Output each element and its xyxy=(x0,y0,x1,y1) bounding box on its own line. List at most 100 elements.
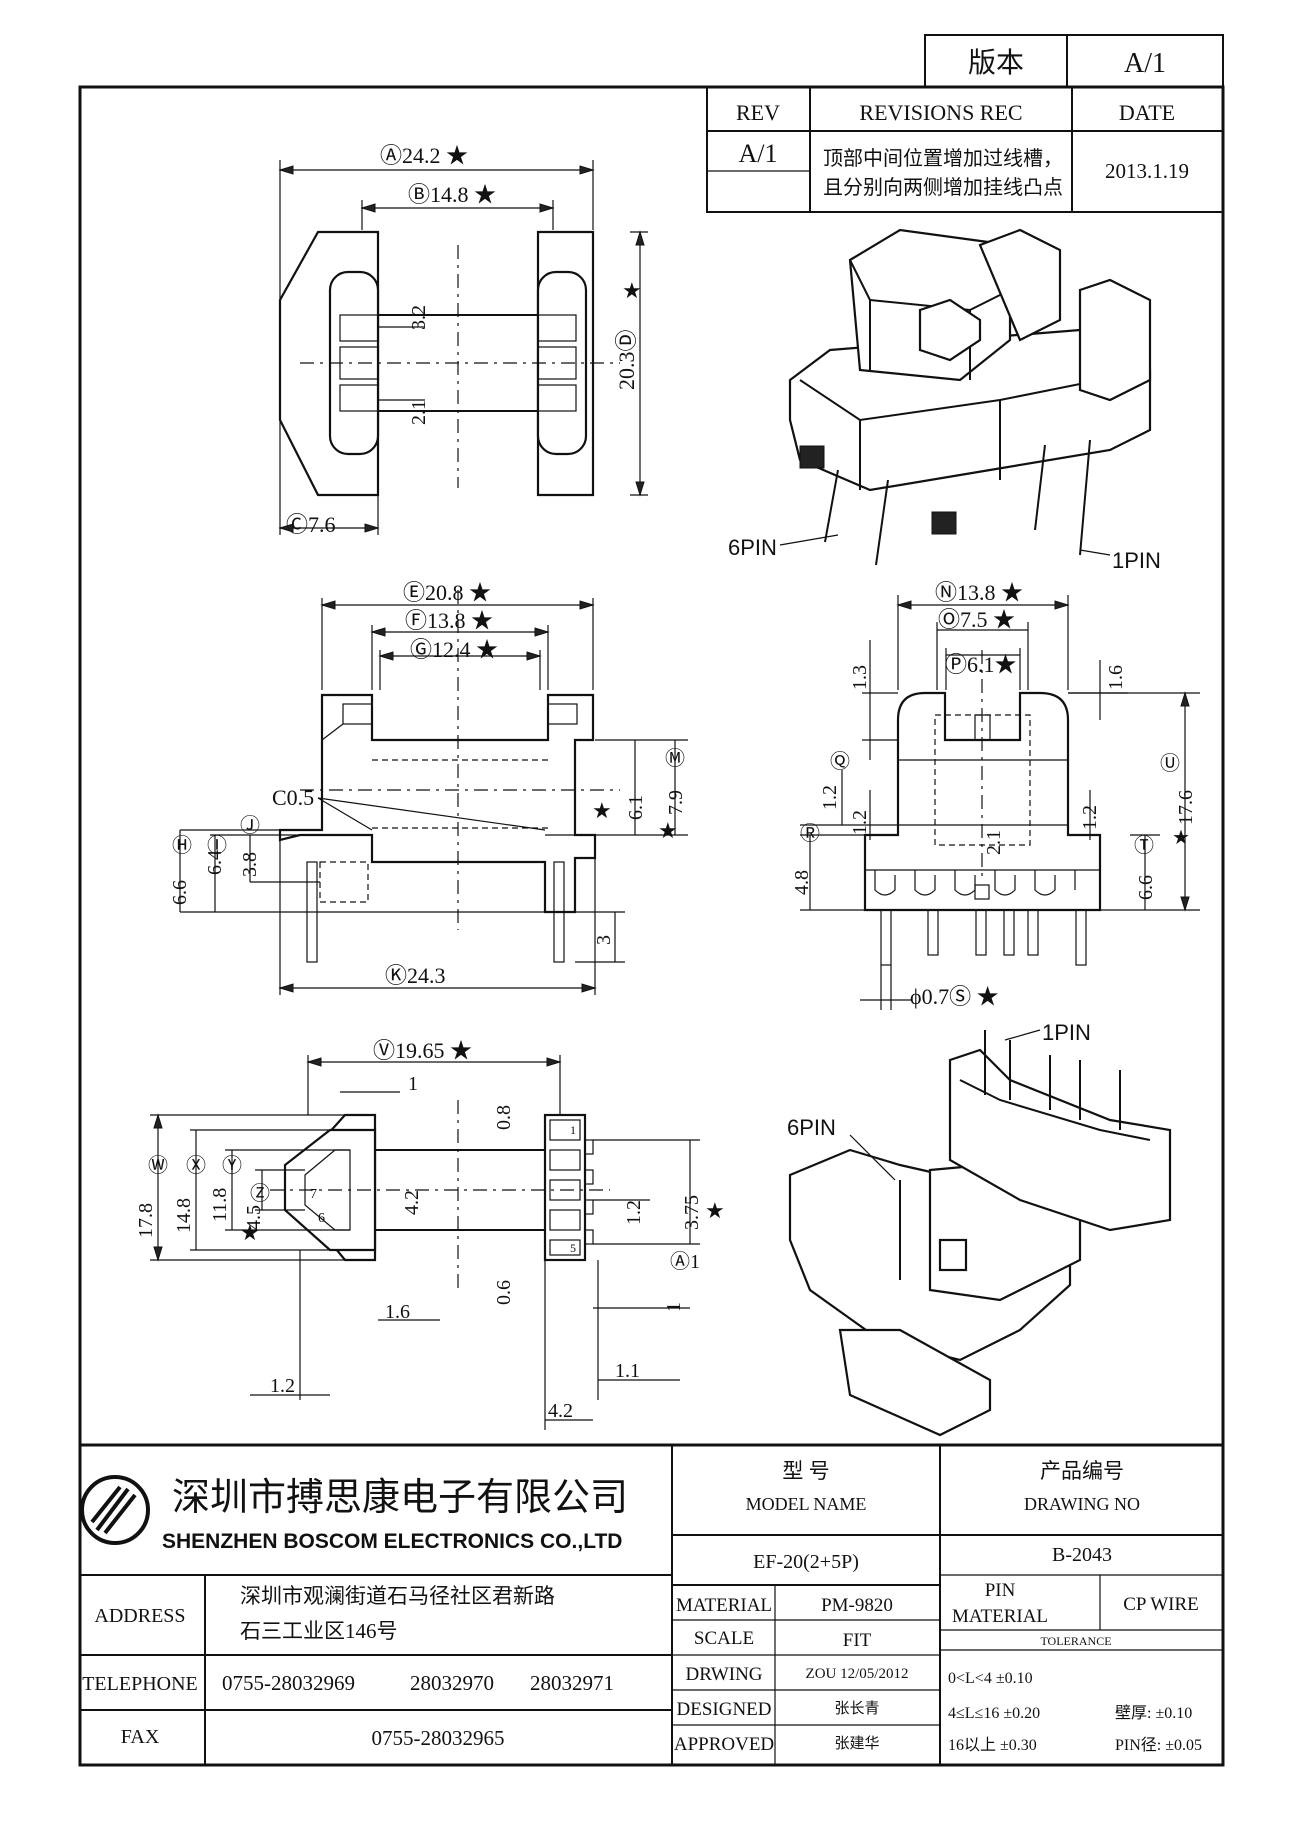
iso-view-bottom: 1PIN 6PIN xyxy=(787,1020,1172,1437)
designed-value: 张长青 xyxy=(834,1700,879,1717)
dim-n: Ⓝ13.8 ★ xyxy=(935,580,1023,605)
rec-line-2: 且分别向两侧增加挂线凸点 xyxy=(823,176,1063,199)
bottom-star-right: ★ xyxy=(705,1198,725,1223)
approved-value: 张建华 xyxy=(834,1735,879,1752)
dim-4-8: 4.8 xyxy=(791,870,813,895)
rec-header: REVISIONS REC xyxy=(859,100,1022,125)
drawing-label-cn: 产品编号 xyxy=(1040,1459,1124,1483)
address-line-1: 深圳市观澜街道石马径社区君新路 xyxy=(240,1584,555,1608)
dim-1-6: 1.6 xyxy=(1105,665,1127,690)
company-logo xyxy=(80,1475,150,1545)
approved-label: APPROVED xyxy=(674,1734,774,1755)
drawing-number: B-2043 xyxy=(1052,1544,1112,1566)
dim-2-1: 2.1 xyxy=(408,400,430,425)
dim-14-8: 14.8 xyxy=(173,1198,195,1233)
dim-d-star: ★ xyxy=(622,278,642,303)
model-label-cn: 型 号 xyxy=(782,1459,829,1483)
pin-label-5: 5 xyxy=(570,1241,576,1255)
c05-label: C0.5 xyxy=(272,785,314,810)
dim-o: Ⓞ7.5 ★ xyxy=(938,607,1015,632)
dim-k: Ⓚ24.3 xyxy=(385,963,446,988)
dim-r: Ⓡ xyxy=(800,822,820,845)
dim-6-4: 6.4 xyxy=(204,850,226,875)
dim-e: Ⓔ20.8 ★ xyxy=(403,580,491,605)
dim-p: Ⓟ6.1★ xyxy=(945,652,1017,677)
pin-material-value: CP WIRE xyxy=(1123,1594,1198,1615)
dim-a: Ⓐ24.2 ★ xyxy=(380,143,468,168)
dim-11-8: 11.8 xyxy=(209,1188,231,1222)
scale-value: FIT xyxy=(843,1630,872,1651)
rev-header: REV xyxy=(736,100,780,125)
date-header: DATE xyxy=(1119,100,1175,125)
rev-value: A/1 xyxy=(739,139,778,168)
designed-label: DESIGNED xyxy=(677,1699,772,1720)
version-value: A/1 xyxy=(1124,48,1166,79)
dim-1-right: 1 xyxy=(663,1302,685,1312)
telephone-label: TELEPHONE xyxy=(82,1673,198,1695)
pin-diameter-tolerance: PIN径: ±0.05 xyxy=(1115,1736,1202,1754)
dim-h: Ⓗ xyxy=(172,834,192,857)
dim-3-75: 3.75 xyxy=(681,1195,703,1230)
company-name-cn: 深圳市搏思康电子有限公司 xyxy=(172,1477,628,1519)
dim-1-3: 1.3 xyxy=(849,665,871,690)
iso-top-pin6: 6PIN xyxy=(728,535,777,560)
dim-0-6: 0.6 xyxy=(493,1280,515,1305)
dim-3-2: 3.2 xyxy=(408,305,430,330)
dim-17-6: 17.6 xyxy=(1175,790,1197,825)
pin-label-7: 7 xyxy=(310,1187,317,1202)
tolerance-2: 4≤L≤16 ±0.20 xyxy=(948,1705,1040,1722)
dim-d: 20.3Ⓓ xyxy=(614,329,639,390)
dim-u: Ⓤ xyxy=(1160,752,1180,775)
telephone-1: 0755-28032969 xyxy=(222,1671,355,1695)
dim-1-2-bottom: 1.2 xyxy=(270,1375,295,1397)
dim-1-2-a: 1.2 xyxy=(849,810,871,835)
dim-1-6-bottom: 1.6 xyxy=(385,1301,410,1323)
bottom-view: Ⓥ19.65 ★ 1 7 6 1 5 Ⓦ 17.8 xyxy=(135,1038,725,1430)
side-view: Ⓝ13.8 ★ Ⓞ7.5 ★ Ⓟ6.1★ 1.3 1.6 xyxy=(791,580,1200,1010)
dim-6-1: 6.1 xyxy=(625,795,647,820)
bottom-star-left: ★ xyxy=(240,1220,260,1245)
front-star-2: ★ xyxy=(658,818,678,843)
iso-view-top: 6PIN 1PIN xyxy=(728,228,1161,573)
dim-1-2-q: 1.2 xyxy=(819,785,841,810)
pin-material-label-2: MATERIAL xyxy=(952,1606,1048,1627)
dim-7-9: 7.9 xyxy=(665,790,687,815)
dim-x: Ⓧ xyxy=(186,1154,206,1177)
title-block: 深圳市搏思康电子有限公司 SHENZHEN BOSCOM ELECTRONICS… xyxy=(80,1443,1223,1765)
rev-date: 2013.1.19 xyxy=(1105,159,1189,183)
dim-6-6-side: 6.6 xyxy=(1135,875,1157,900)
scale-label: SCALE xyxy=(694,1628,754,1649)
dim-1-2-b: 1.2 xyxy=(1079,805,1101,830)
dim-2-1-side: 2.1 xyxy=(983,830,1005,855)
version-label: 版本 xyxy=(968,47,1024,79)
dim-1-2-mid: 1.2 xyxy=(623,1200,645,1225)
dim-3: 3 xyxy=(593,935,615,945)
drwing-value: ZOU 12/05/2012 xyxy=(806,1666,909,1682)
dim-1-1: 1.1 xyxy=(615,1360,640,1382)
dim-4-2-bottom: 4.2 xyxy=(548,1400,573,1422)
revision-table: REV REVISIONS REC DATE A/1 顶部中间位置增加过线槽， … xyxy=(706,86,1224,213)
telephone-2: 28032970 xyxy=(410,1671,494,1695)
dim-17-8: 17.8 xyxy=(135,1203,157,1238)
front-view: Ⓔ20.8 ★ Ⓕ13.8 ★ Ⓖ12.4 ★ C0.5 xyxy=(169,580,688,995)
pin-label-6: 6 xyxy=(318,1211,325,1226)
dim-6-6: 6.6 xyxy=(169,880,191,905)
material-value: PM-9820 xyxy=(821,1595,893,1616)
side-star-u: ★ xyxy=(1172,827,1190,849)
dim-j: Ⓙ xyxy=(240,814,260,837)
dim-c: Ⓒ7.6 xyxy=(286,512,336,537)
dim-3-8: 3.8 xyxy=(239,852,261,877)
dim-m: Ⓜ xyxy=(665,747,685,770)
drawing-label-en: DRAWING NO xyxy=(1024,1494,1140,1514)
material-label: MATERIAL xyxy=(676,1595,772,1616)
dim-s: ϕ0.7Ⓢ ★ xyxy=(910,984,999,1009)
model-name: EF-20(2+5P) xyxy=(753,1551,859,1573)
dim-1-top: 1 xyxy=(408,1073,418,1095)
dim-b: Ⓑ14.8 ★ xyxy=(408,182,496,207)
tolerance-label: TOLERANCE xyxy=(1040,1634,1111,1648)
rec-line-1: 顶部中间位置增加过线槽， xyxy=(823,147,1063,170)
iso-top-pin1: 1PIN xyxy=(1112,548,1161,573)
drwing-label: DRWING xyxy=(685,1664,762,1685)
dim-w: Ⓦ xyxy=(148,1154,168,1177)
